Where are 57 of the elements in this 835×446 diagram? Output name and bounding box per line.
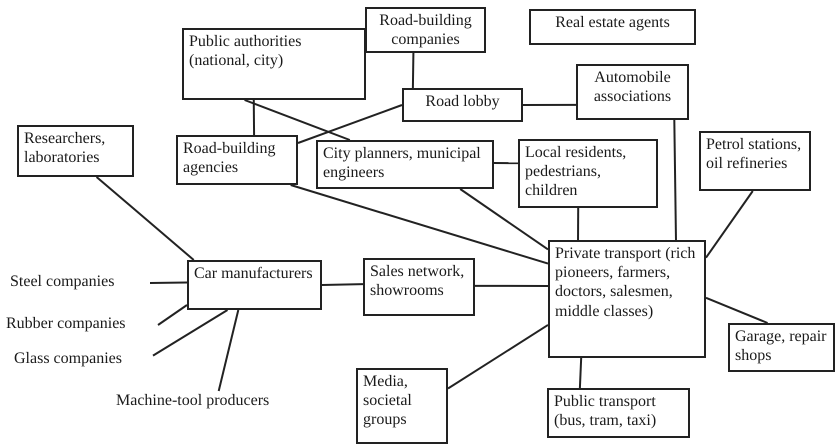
node-text: Garage, repair shops bbox=[735, 328, 826, 364]
node-box bbox=[547, 388, 690, 438]
connector-line bbox=[460, 188, 549, 250]
node-text: Sales network, showrooms bbox=[370, 263, 464, 300]
connector-line bbox=[705, 190, 754, 258]
node-box bbox=[316, 140, 494, 189]
connector-line bbox=[706, 296, 768, 324]
node-text: Petrol stations, oil refineries bbox=[706, 136, 802, 172]
node-text: Road lobby bbox=[425, 93, 500, 110]
connector-line bbox=[322, 283, 364, 286]
node-box bbox=[699, 131, 811, 191]
node-box bbox=[518, 139, 658, 208]
node-text: Local residents, pedestrians, children bbox=[525, 144, 626, 200]
node-box bbox=[576, 64, 689, 120]
node-text: Road-building companies bbox=[379, 12, 472, 48]
node-text: Automobile associations bbox=[594, 69, 672, 106]
node-text: Public transport (bus, tram, taxi) bbox=[554, 393, 656, 430]
node-box bbox=[548, 240, 706, 358]
node-box bbox=[356, 368, 448, 444]
node-box bbox=[176, 135, 298, 185]
node-text: Road-building agencies bbox=[183, 140, 276, 176]
node-text: Steel companies bbox=[10, 273, 114, 290]
connector-line bbox=[412, 52, 414, 88]
connector-line bbox=[447, 324, 549, 390]
node-box bbox=[402, 88, 523, 122]
connector-line bbox=[298, 104, 402, 144]
connector-line bbox=[96, 176, 194, 261]
connector-line bbox=[150, 282, 188, 284]
node-box bbox=[529, 9, 696, 45]
connector-line bbox=[244, 99, 350, 141]
node-box bbox=[182, 28, 366, 100]
node-box bbox=[17, 125, 134, 177]
connector-line bbox=[290, 184, 548, 265]
connector-line bbox=[673, 120, 677, 240]
node-text: Researchers, laboratories bbox=[24, 130, 106, 166]
node-text: Real estate agents bbox=[555, 14, 670, 31]
connector-line bbox=[577, 208, 580, 240]
node-box bbox=[365, 7, 486, 53]
connector-line bbox=[252, 100, 256, 136]
node-box bbox=[187, 260, 322, 310]
node-text: Glass companies bbox=[14, 350, 122, 367]
node-text: Rubber companies bbox=[6, 315, 126, 332]
connector-line bbox=[494, 162, 518, 164]
connector-line bbox=[152, 309, 228, 356]
node-text: Media, societal groups bbox=[363, 373, 412, 428]
node-box bbox=[728, 323, 835, 372]
node-text: Machine-tool producers bbox=[116, 392, 270, 409]
connector-line bbox=[218, 310, 240, 392]
connector-line bbox=[157, 304, 188, 326]
node-text: Car manufacturers bbox=[194, 265, 313, 282]
connector-line bbox=[578, 358, 582, 388]
connector-line bbox=[475, 284, 548, 288]
connector-line bbox=[523, 104, 576, 106]
node-text: Private transport (rich pioneers, farmers, doctors, salesmen, middle classes) bbox=[555, 245, 696, 320]
node-text: City planners, municipal engineers bbox=[323, 145, 481, 182]
node-box bbox=[363, 258, 475, 316]
node-text: Public authorities (national, city) bbox=[189, 33, 302, 70]
